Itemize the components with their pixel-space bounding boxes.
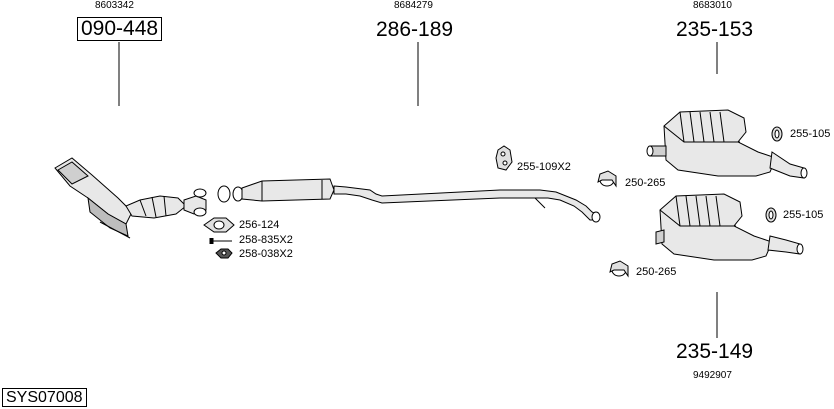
catalytic-converter-drawing (54, 157, 207, 239)
rear-silencer-bottom-drawing (655, 193, 804, 261)
fitting-label-rubber-mount: 255-109X2 (517, 161, 571, 173)
fitting-label-mount-ring-bottom: 255-105 (783, 209, 824, 221)
middle-pipe-drawing (217, 178, 601, 223)
rubber-mount-255-109-icon (495, 145, 513, 171)
catalyst-ref-number: 8603342 (95, 0, 134, 11)
gasket-256-124-icon (203, 217, 235, 233)
fitting-label-nut: 258-038X2 (239, 248, 293, 260)
fitting-label-bolt: 258-835X2 (239, 234, 293, 246)
rear-silencer-top-drawing (646, 109, 808, 179)
middle-pipe-ref-number: 8684279 (394, 0, 433, 11)
rear-silencer-bottom-ref-number: 9492907 (693, 370, 732, 381)
fitting-label-clamp-top: 250-265 (625, 177, 666, 189)
bolt-258-835-icon (209, 238, 232, 244)
clamp-250-265-bottom-icon (609, 260, 629, 278)
fitting-label-mount-ring-top: 255-105 (790, 128, 831, 140)
mount-ring-255-105-bottom-icon (765, 207, 777, 223)
fitting-label-clamp-bottom: 250-265 (636, 266, 677, 278)
rear-silencer-bottom-part-number: 235-149 (676, 340, 754, 363)
fitting-label-gasket: 256-124 (239, 219, 280, 231)
middle-pipe-part-number: 286-189 (376, 18, 454, 41)
system-code-label: SYS07008 (2, 388, 87, 407)
clamp-250-265-top-icon (597, 170, 617, 188)
rear-silencer-top-part-number: 235-153 (676, 18, 754, 41)
nut-258-038-icon (215, 248, 233, 259)
rear-silencer-top-ref-number: 8683010 (693, 0, 732, 11)
catalyst-part-number: 090-448 (77, 17, 163, 41)
mount-ring-255-105-top-icon (771, 126, 783, 142)
